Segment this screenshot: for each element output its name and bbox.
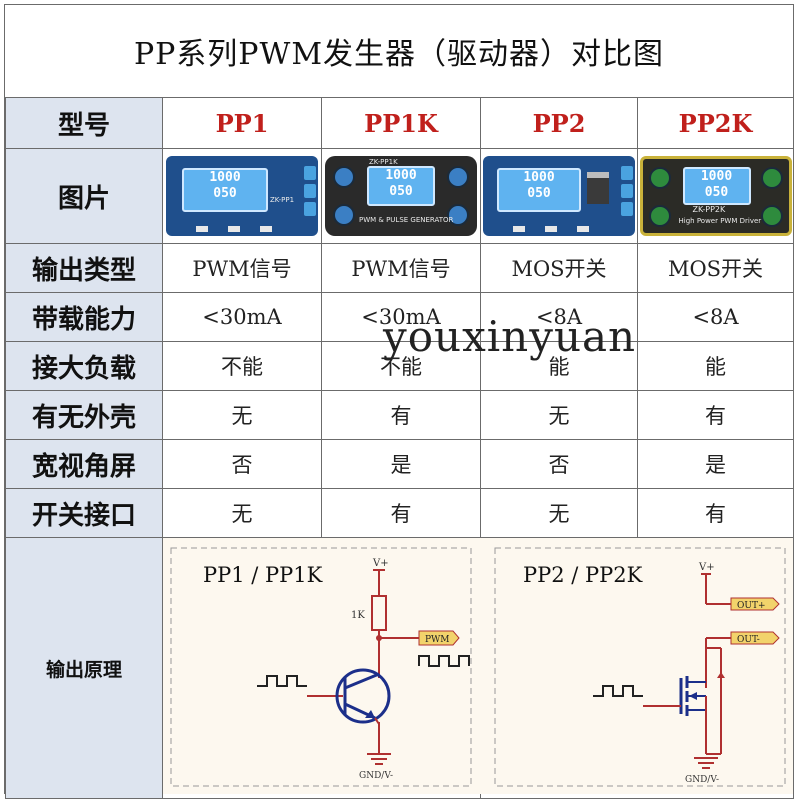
- cell-value: <30mA: [321, 292, 481, 342]
- vplus-label: V+: [372, 558, 389, 569]
- picture-pp2k: 1000 050 ZK-PP2K High Power PWM Driver: [637, 148, 794, 244]
- comparison-sheet: PP系列PWM发生器（驱动器）对比图 型号 PP1 PP1K PP2 PP2K …: [4, 4, 794, 799]
- spec-row: 开关接口 无 有 无 有: [5, 488, 794, 538]
- module-caption: High Power PWM Driver: [678, 217, 762, 225]
- picture-row: 图片 1000 050 ZK-PP1: [5, 148, 794, 244]
- model-row: 型号 PP1 PP1K PP2 PP2K: [5, 97, 794, 149]
- cell-value: <8A: [480, 292, 638, 342]
- module-caption: ZK-PP1: [270, 196, 295, 204]
- model-pp1k: PP1K: [321, 97, 481, 149]
- row-label-output-principle: 输出原理: [5, 537, 163, 799]
- cell-value: 不能: [162, 341, 322, 391]
- vplus-label: V+: [698, 562, 715, 573]
- cell-value: 无: [162, 488, 322, 538]
- spec-row: 有无外壳 无 有 无 有: [5, 390, 794, 440]
- cell-value: 有: [637, 488, 794, 538]
- picture-pp1: 1000 050 ZK-PP1: [162, 148, 322, 244]
- lcd-readout-top: 1000: [523, 170, 555, 185]
- row-label-load-capacity: 带载能力: [5, 292, 163, 342]
- lcd-readout-bottom: 050: [527, 186, 551, 201]
- comparison-table: 型号 PP1 PP1K PP2 PP2K 图片 1000 050 ZK-PP1: [5, 97, 794, 799]
- cell-value: MOS开关: [637, 243, 794, 293]
- out-plus-label: OUT+: [737, 601, 766, 611]
- row-label-output-type: 输出类型: [5, 243, 163, 293]
- lcd-readout-top: 1000: [209, 170, 241, 185]
- row-label-wide-angle: 宽视角屏: [5, 439, 163, 489]
- module-image-pp1k: 1000 050 ZK-PP1K PWM & PULSE GENERATOR: [325, 156, 477, 236]
- cell-value: 无: [480, 390, 638, 440]
- mosfet-chip: [587, 172, 609, 204]
- module-caption-top: ZK-PP1K: [369, 158, 398, 166]
- cell-value: 能: [637, 341, 794, 391]
- model-header-label: 型号: [5, 97, 163, 149]
- lcd-readout-bottom: 050: [704, 185, 729, 200]
- cell-value: 是: [321, 439, 481, 489]
- cell-value: 否: [480, 439, 638, 489]
- model-pp2k: PP2K: [637, 97, 794, 149]
- picture-pp2: 1000 050: [480, 148, 638, 244]
- module-image-pp2: 1000 050: [483, 156, 635, 236]
- pwm-output-label: PWM: [425, 635, 450, 645]
- lcd-readout-top: 1000: [700, 169, 733, 184]
- lcd-readout-top: 1000: [385, 168, 417, 183]
- out-minus-label: OUT-: [737, 635, 760, 645]
- cell-value: <30mA: [162, 292, 322, 342]
- gnd-label: GND/V-: [685, 775, 719, 785]
- resistor-label: 1K: [351, 610, 365, 621]
- cell-value: 有: [637, 390, 794, 440]
- spec-row: 接大负载 不能 不能 能 能: [5, 341, 794, 391]
- cell-value: 不能: [321, 341, 481, 391]
- cell-value: PWM信号: [162, 243, 322, 293]
- module-caption-top: ZK-PP2K: [692, 205, 726, 214]
- row-label-large-load: 接大负载: [5, 341, 163, 391]
- principle-row: 输出原理 PP1 / PP1K V+ 1K P: [5, 537, 794, 799]
- module-image-pp2k: 1000 050 ZK-PP2K High Power PWM Driver: [639, 156, 792, 236]
- cell-value: 有: [321, 488, 481, 538]
- cell-value: 无: [162, 390, 322, 440]
- model-pp2: PP2: [480, 97, 638, 149]
- cell-value: PWM信号: [321, 243, 481, 293]
- title-row: PP系列PWM发生器（驱动器）对比图: [5, 5, 793, 98]
- cell-value: <8A: [637, 292, 794, 342]
- cell-value: 无: [480, 488, 638, 538]
- module-caption: PWM & PULSE GENERATOR: [359, 216, 454, 224]
- model-pp1: PP1: [162, 97, 322, 149]
- schematic-pp2: PP2 / PP2K V+ OUT+ OUT-: [481, 538, 793, 794]
- spec-row: 宽视角屏 否 是 否 是: [5, 439, 794, 489]
- pwm-output-tag: [418, 630, 460, 646]
- spec-row: 带载能力 <30mA <30mA <8A <8A: [5, 292, 794, 342]
- out-minus-tag: [730, 631, 780, 645]
- spec-row: 输出类型 PWM信号 PWM信号 MOS开关 MOS开关: [5, 243, 794, 293]
- cell-value: 能: [480, 341, 638, 391]
- schematic-title: PP1 / PP1K: [203, 563, 323, 587]
- cell-value: 有: [321, 390, 481, 440]
- cell-value: MOS开关: [480, 243, 638, 293]
- page-title: PP系列PWM发生器（驱动器）对比图: [133, 37, 665, 72]
- schematic-right-cell: PP2 / PP2K V+ OUT+ OUT-: [480, 537, 794, 799]
- cell-value: 是: [637, 439, 794, 489]
- row-label-housing: 有无外壳: [5, 390, 163, 440]
- module-image-pp1: 1000 050 ZK-PP1: [166, 156, 318, 236]
- transistor-symbol: [335, 668, 391, 724]
- schematic-title: PP2 / PP2K: [523, 563, 643, 587]
- gnd-label: GND/V-: [359, 771, 393, 781]
- out-plus-tag: [730, 597, 780, 611]
- lcd-readout-bottom: 050: [213, 186, 237, 201]
- lcd-readout-bottom: 050: [389, 184, 413, 199]
- row-label-switch-port: 开关接口: [5, 488, 163, 538]
- picture-pp1k: 1000 050 ZK-PP1K PWM & PULSE GENERATOR: [321, 148, 481, 244]
- picture-label: 图片: [5, 148, 163, 244]
- cell-value: 否: [162, 439, 322, 489]
- schematic-left-cell: PP1 / PP1K V+ 1K PWM: [162, 537, 481, 799]
- schematic-pp1: PP1 / PP1K V+ 1K PWM: [163, 538, 481, 794]
